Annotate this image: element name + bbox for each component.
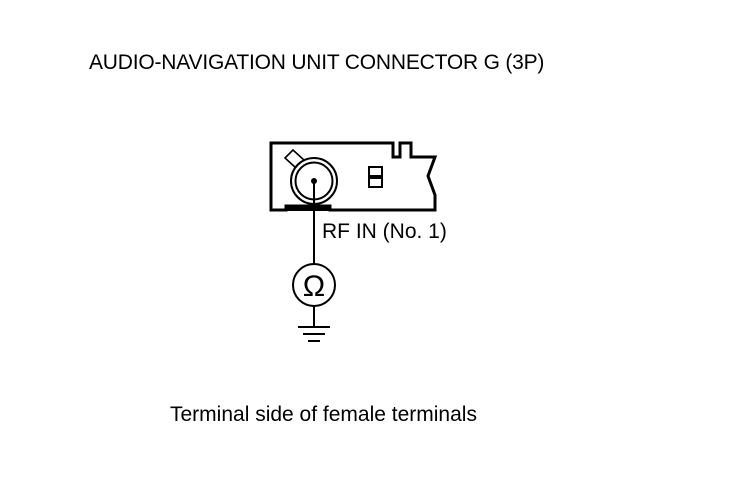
ground-icon xyxy=(298,326,330,342)
pin-label: RF IN (No. 1) xyxy=(322,220,447,243)
terminal-cavity xyxy=(368,166,383,188)
connector-lock-tab xyxy=(286,206,330,211)
terminal-side-caption: Terminal side of female terminals xyxy=(170,403,477,426)
ohmmeter-symbol: Ω xyxy=(303,270,325,303)
connector-title: AUDIO-NAVIGATION UNIT CONNECTOR G (3P) xyxy=(89,51,545,74)
